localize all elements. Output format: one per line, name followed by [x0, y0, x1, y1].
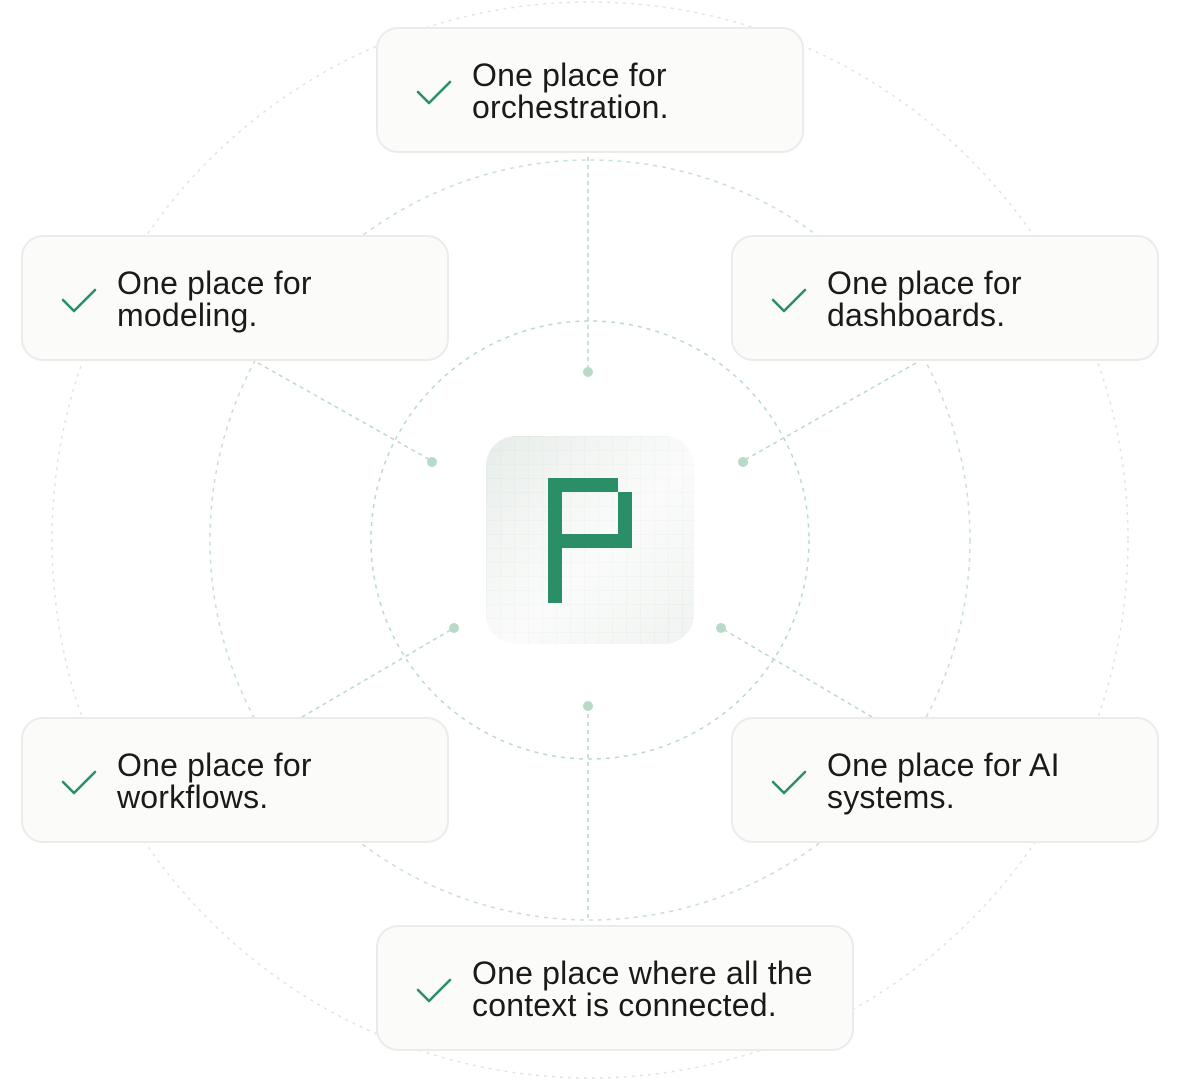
card-ai-systems: One place for AI systems. — [731, 717, 1159, 843]
middle-ring — [209, 159, 971, 921]
connector-dashboards — [742, 362, 917, 462]
check-icon — [771, 288, 807, 313]
connector-ai — [720, 627, 873, 718]
card-dashboards: One place for dashboards. — [731, 235, 1159, 361]
card-context: One place where all the context is conne… — [376, 925, 854, 1051]
card-workflows-text: One place for workflows. — [117, 747, 312, 815]
inner-ring — [370, 320, 810, 760]
card-orchestration-text: One place for orchestration. — [472, 57, 669, 125]
pixel-p-logo-icon — [486, 436, 694, 644]
check-icon — [416, 80, 452, 105]
connector-modeling — [257, 362, 433, 462]
connector-dot — [716, 623, 726, 633]
card-context-text: One place where all the context is conne… — [472, 955, 813, 1023]
check-icon — [61, 770, 97, 795]
connector-dot — [583, 367, 593, 377]
outer-ring — [51, 1, 1129, 1079]
logo-tile — [486, 436, 694, 644]
check-icon — [771, 770, 807, 795]
card-dashboards-text: One place for dashboards. — [827, 265, 1022, 333]
card-modeling-text: One place for modeling. — [117, 265, 312, 333]
connector-dot — [427, 457, 437, 467]
connector-dot — [583, 701, 593, 711]
card-orchestration: One place for orchestration. — [376, 27, 804, 153]
card-workflows: One place for workflows. — [21, 717, 449, 843]
card-ai-systems-text: One place for AI systems. — [827, 747, 1060, 815]
card-modeling: One place for modeling. — [21, 235, 449, 361]
connector-dot — [738, 457, 748, 467]
connector-workflows — [301, 627, 455, 718]
connector-dot — [449, 623, 459, 633]
check-icon — [61, 288, 97, 313]
check-icon — [416, 978, 452, 1003]
